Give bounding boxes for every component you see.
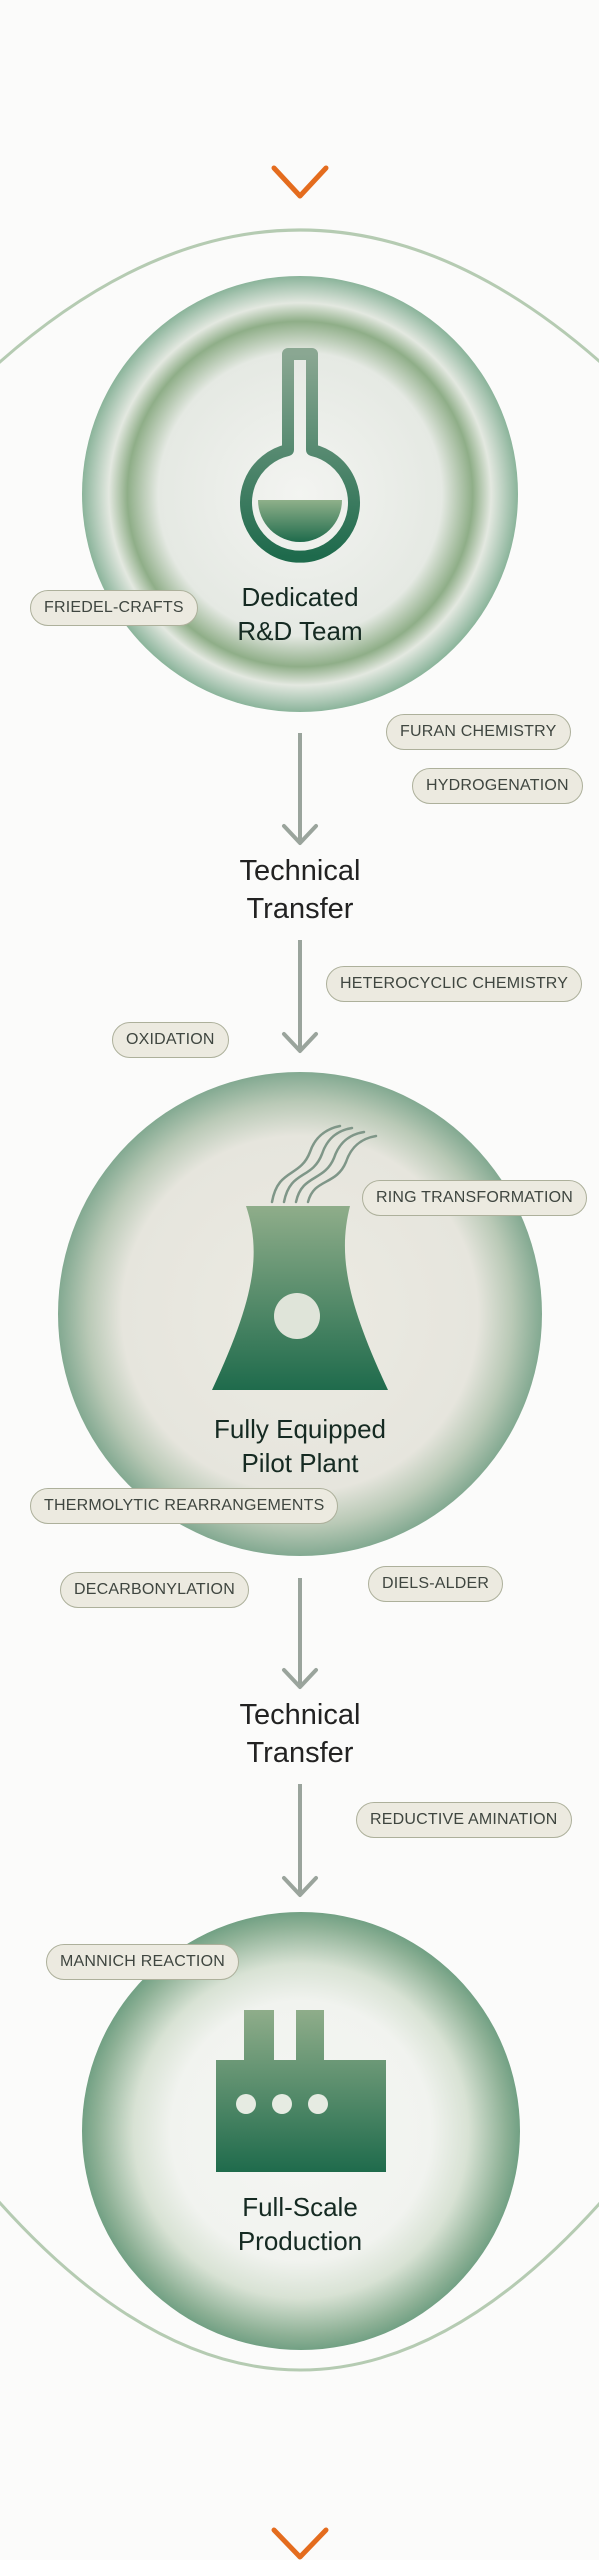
output-arrow-icon — [271, 2394, 329, 2560]
steam-icon — [270, 1124, 378, 1204]
technical-transfer-label-2: Technical Transfer — [239, 1699, 361, 1769]
arrow-transfer-to-production-icon — [282, 1784, 318, 1897]
pilot-plant-label: Fully Equipped Pilot Plant — [214, 1414, 386, 1478]
rd-team-label: Dedicated R&D Team — [237, 582, 363, 646]
tag-heterocyclic-chemistry: HETEROCYCLIC CHEMISTRY — [326, 966, 583, 1002]
tag-hydrogenation: HYDROGENATION — [412, 768, 583, 804]
tag-reductive-amination: REDUCTIVE AMINATION — [356, 1802, 572, 1838]
arrow-transfer-to-pilot-icon — [282, 940, 318, 1053]
tag-friedel-crafts: FRIEDEL-CRAFTS — [30, 590, 198, 626]
tag-mannich-reaction: MANNICH REACTION — [46, 1944, 239, 1980]
flask-icon — [240, 348, 360, 563]
cooling-tower-icon — [212, 1124, 388, 1390]
tag-furan-chemistry: FURAN CHEMISTRY — [386, 714, 571, 750]
arrow-pilot-to-transfer-icon — [282, 1578, 318, 1689]
tag-thermolytic-rearrangements: THERMOLYTIC REARRANGEMENTS — [30, 1488, 339, 1524]
arrow-rd-to-transfer-icon — [282, 733, 318, 845]
production-label: Full-Scale Production — [237, 2192, 363, 2256]
tag-diels-alder: DIELS-ALDER — [368, 1566, 504, 1602]
tag-decarbonylation: DECARBONYLATION — [60, 1572, 249, 1608]
enclosure-bottom-arc — [0, 2200, 599, 2372]
technical-transfer-label-1: Technical Transfer — [239, 855, 361, 925]
input-arrow-icon — [271, 0, 329, 199]
factory-icon — [216, 2010, 386, 2172]
tag-oxidation: OXIDATION — [112, 1022, 229, 1058]
tag-ring-transformation: RING TRANSFORMATION — [362, 1180, 587, 1216]
enclosure-top-arc — [0, 228, 599, 364]
